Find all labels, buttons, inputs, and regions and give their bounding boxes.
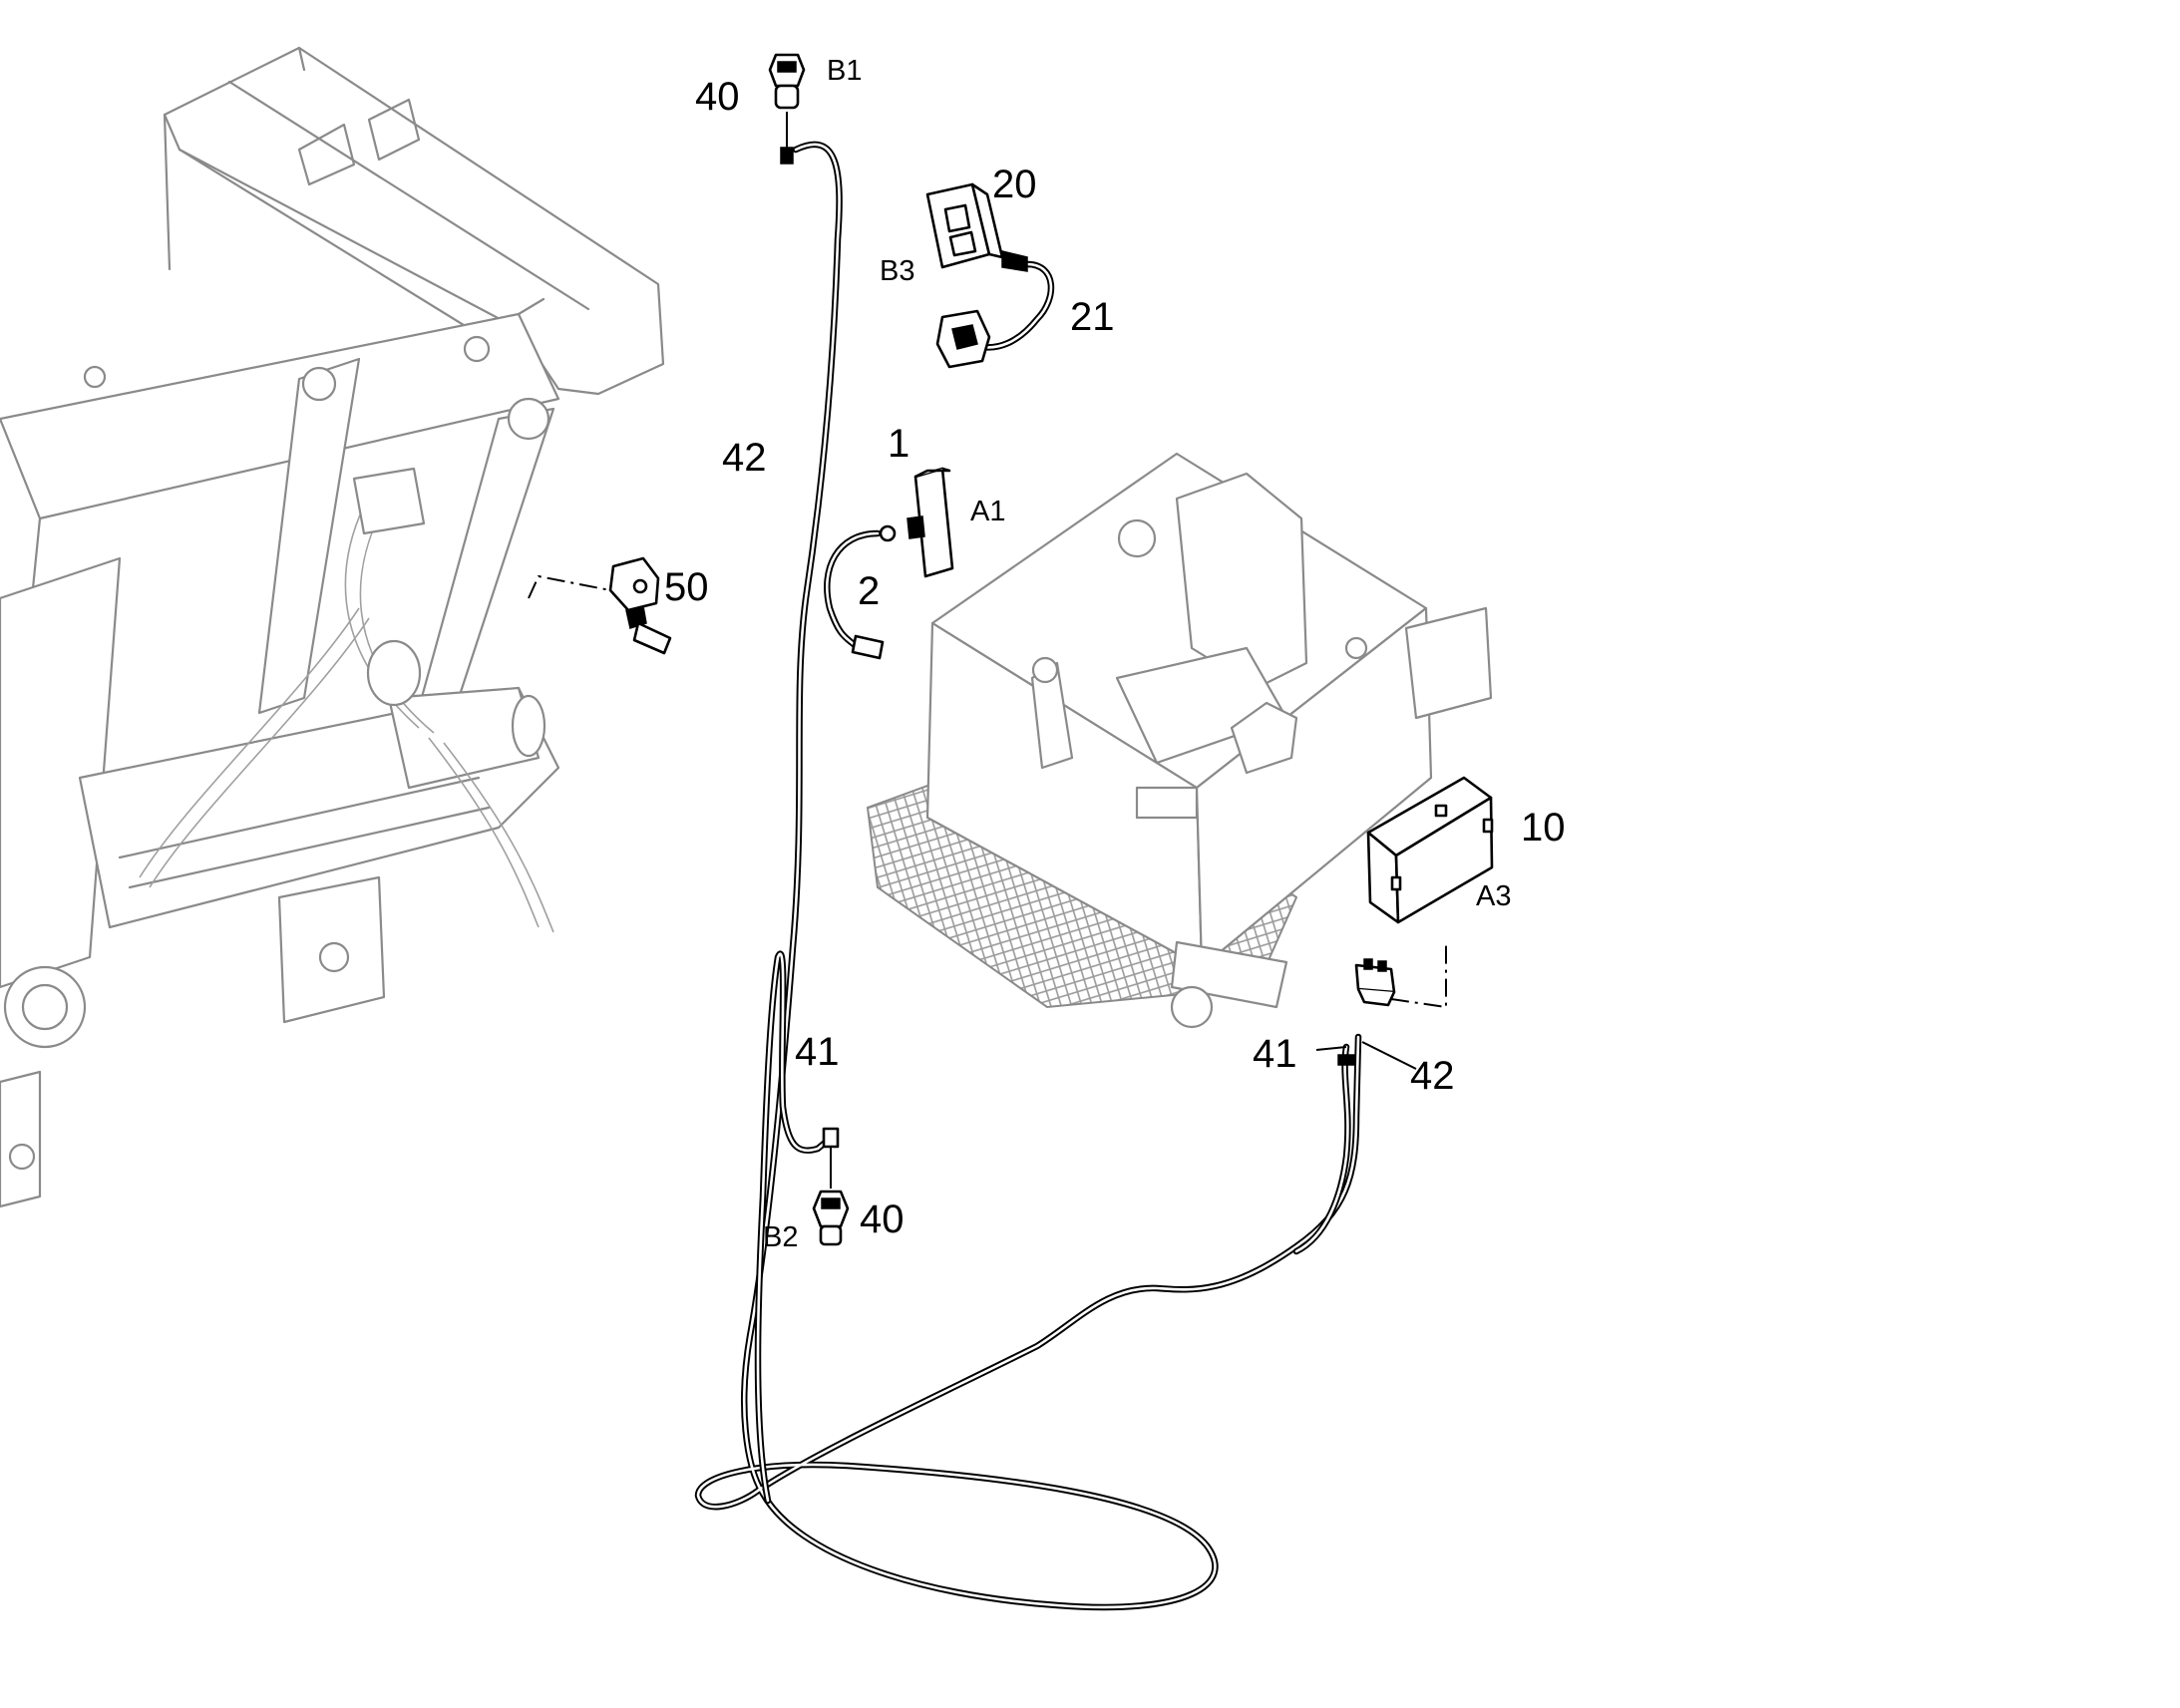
switch-50 xyxy=(608,556,672,655)
callout-40-top: 40 xyxy=(695,75,740,119)
pressure-sensor-b2 xyxy=(812,1127,850,1246)
dashed-line-50 xyxy=(528,574,611,599)
callout-42-right: 42 xyxy=(1410,1054,1455,1098)
callout-21: 21 xyxy=(1070,295,1115,339)
connector-2 xyxy=(851,634,885,660)
refdes-b1: B1 xyxy=(827,55,862,87)
refdes-a1: A1 xyxy=(970,496,1005,527)
control-box-a3 xyxy=(1366,776,1494,924)
refdes-b2: B2 xyxy=(763,1221,798,1253)
pressure-sensor-b1 xyxy=(768,53,806,165)
harness-connector-a3 xyxy=(1337,958,1396,1066)
sensor-block-b3 xyxy=(925,182,1028,272)
leader-41-right xyxy=(1315,1046,1347,1051)
machine-frame-boom xyxy=(0,46,665,1208)
control-module-a1 xyxy=(879,467,954,578)
dashed-line-a3 xyxy=(1390,942,1447,1009)
callout-42-left: 42 xyxy=(722,436,767,480)
cable-item-2 xyxy=(824,529,882,650)
callout-20: 20 xyxy=(992,163,1037,206)
cable-harness-42 xyxy=(694,141,1362,1611)
operator-platform xyxy=(866,452,1493,1029)
callout-10: 10 xyxy=(1521,806,1566,850)
connector-21 xyxy=(935,309,991,369)
cable-item-21 xyxy=(978,260,1055,351)
refdes-a3: A3 xyxy=(1476,880,1511,912)
callout-40-bottom: 40 xyxy=(860,1197,905,1241)
callout-2: 2 xyxy=(858,569,880,613)
callout-41-right: 41 xyxy=(1253,1032,1297,1076)
callout-41-mid: 41 xyxy=(795,1030,840,1074)
leader-42-right xyxy=(1361,1041,1417,1070)
callout-50: 50 xyxy=(664,565,709,609)
refdes-b3: B3 xyxy=(880,255,914,287)
callout-1: 1 xyxy=(888,422,909,466)
cable-harness-41 xyxy=(754,950,1351,1505)
